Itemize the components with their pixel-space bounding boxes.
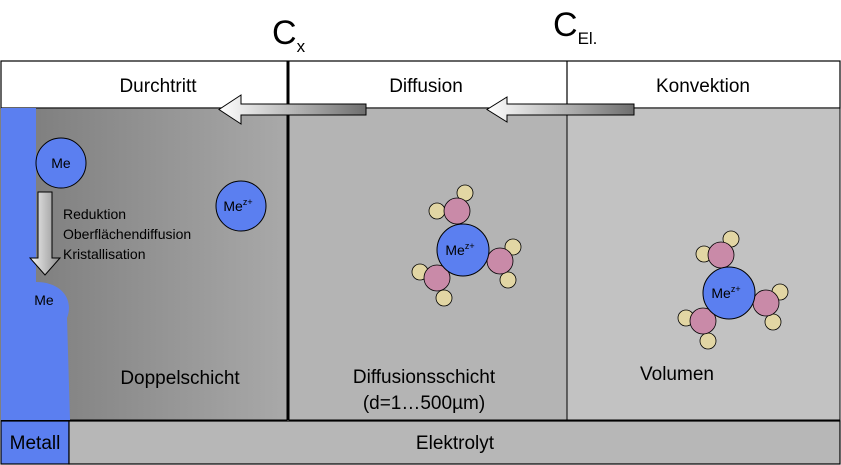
stage-diffusion: Diffusion xyxy=(389,76,463,97)
bulk-region xyxy=(566,107,841,421)
diffusion-arrow xyxy=(218,94,367,125)
process-reduction: Reduktion xyxy=(63,206,126,222)
hydrated-ion-core xyxy=(436,223,490,277)
diffusion-layer-label: Diffusionsschicht xyxy=(353,367,496,388)
water-oxygen xyxy=(752,289,780,317)
water-hydrogen xyxy=(699,332,717,350)
hydrated-ion-label: Mez+ xyxy=(711,284,740,301)
stage-convection: Konvektion xyxy=(656,76,750,97)
water-oxygen xyxy=(423,264,451,292)
double-layer-label: Doppelschicht xyxy=(120,368,240,389)
hydrated-ion-diffusion: Mez+ xyxy=(411,184,522,307)
water-hydrogen xyxy=(764,313,782,331)
stage-header xyxy=(0,60,841,109)
me-atom-label: Me xyxy=(51,155,71,171)
process-crystallization: Kristallisation xyxy=(63,246,145,262)
bare-ion-label: Mez+ xyxy=(223,197,252,214)
water-hydrogen xyxy=(428,202,446,220)
electrolyte-concentration-label: CEl. xyxy=(553,6,597,48)
water-hydrogen xyxy=(504,238,522,256)
metal-label: Metall xyxy=(10,433,61,454)
me-atom-circle xyxy=(35,137,87,189)
diffusion-layer-thickness: (d=1…500µm) xyxy=(363,393,485,414)
water-oxygen xyxy=(443,197,471,225)
water-hydrogen xyxy=(499,271,517,289)
hydrated-ion-core xyxy=(702,266,756,320)
bare-ion-circle xyxy=(215,180,267,232)
water-oxygen xyxy=(689,307,717,335)
convection-arrow xyxy=(486,96,635,123)
water-oxygen xyxy=(486,247,514,275)
process-arrow xyxy=(28,191,62,276)
process-surface-diffusion: Oberflächendiffusion xyxy=(63,226,191,242)
diffusion-layer-region xyxy=(288,107,568,421)
electrolyte-label: Elektrolyt xyxy=(416,433,495,454)
water-oxygen xyxy=(707,241,735,269)
interface-concentration-label: Cx xyxy=(272,14,306,56)
deposited-me-label: Me xyxy=(34,292,54,308)
metal-box xyxy=(0,420,70,465)
bulk-label: Volumen xyxy=(640,364,714,385)
electrolyte-box xyxy=(68,420,841,465)
hydrated-ion-label: Mez+ xyxy=(445,241,474,258)
hydrated-ion-bulk: Mez+ xyxy=(677,230,789,350)
stage-transfer: Durchtritt xyxy=(119,76,197,97)
water-hydrogen xyxy=(435,289,453,307)
